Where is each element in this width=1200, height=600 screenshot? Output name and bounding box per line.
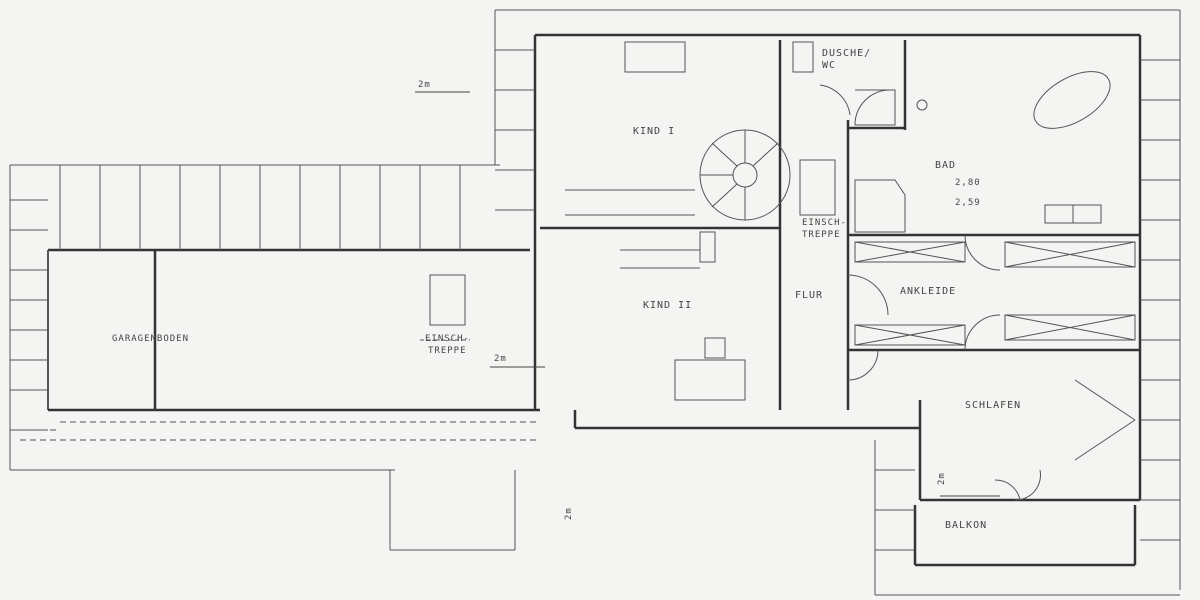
dimension-left: 2m (494, 354, 507, 364)
spiral-staircase (699, 129, 791, 221)
room-label-ankleide: ANKLEIDE (900, 286, 957, 297)
dimension-lines (415, 91, 1000, 497)
height-mark-bad-1: 2,80 (955, 178, 981, 188)
dimension-top: 2m (418, 80, 431, 90)
dimension-schlafen: 2m (937, 472, 947, 485)
room-label-kind2: KIND II (643, 300, 693, 311)
furniture (565, 41, 1136, 461)
dimension-bottom: 2m (564, 507, 574, 520)
stair-label-mid-2: TREPPE (802, 230, 841, 240)
stair-label-left-1: EINSCH- (425, 334, 470, 344)
stair-label-mid-1: EINSCH- (802, 218, 847, 228)
stair-label-left-2: TREPPE (428, 346, 467, 356)
room-label-schlafen: SCHLAFEN (965, 400, 1022, 411)
room-label-garagenboden: GARAGENBODEN (112, 334, 190, 344)
roof-surround (494, 9, 1181, 596)
doors (819, 84, 1041, 501)
room-label-balkon: BALKON (945, 520, 988, 531)
room-label-dusche-wc-1: DUSCHE/ (822, 48, 872, 59)
room-label-kind1: KIND I (633, 126, 676, 137)
garage-roof (9, 164, 540, 551)
room-label-dusche-wc-2: WC (822, 60, 837, 71)
room-label-bad: BAD (935, 160, 957, 171)
height-mark-bad-2: 2,59 (955, 198, 981, 208)
house-walls (533, 33, 1142, 567)
room-label-flur: FLUR (795, 290, 824, 301)
